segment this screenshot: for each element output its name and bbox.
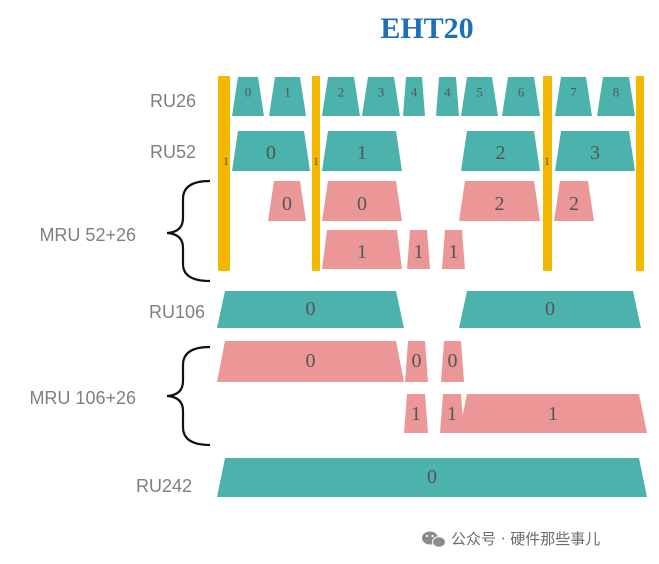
row-label-ru242: RU242 — [136, 476, 192, 496]
block-ru26-9 — [597, 77, 635, 116]
block-label-mru106-26-1: 0 — [412, 350, 422, 372]
diagram-title: EHT20 — [380, 12, 473, 45]
block-ru52-3 — [555, 131, 635, 171]
block-label-mru52-26-4: 1 — [357, 241, 367, 263]
block-ru26-2 — [322, 77, 360, 116]
block-label-ru26-8: 7 — [570, 85, 577, 100]
block-mru52-26-6 — [442, 230, 465, 269]
block-label-ru242-0: 0 — [427, 466, 437, 488]
watermark-text: 公众号 · 硬件那些事儿 — [451, 530, 600, 548]
wechat-icon — [422, 531, 446, 548]
block-label-ru26-6: 5 — [476, 85, 483, 100]
block-ru26-5 — [436, 77, 459, 116]
resource-unit-blocks: 0 1 2 3 4 4 5 6 7 8 0 1 2 3 0 0 0 0 0 2 2 1 1 1 0 0 0 1 1 1 1 1 1 — [217, 77, 647, 497]
row-label-ru26: RU26 — [150, 91, 196, 111]
block-ru26-1 — [269, 77, 306, 116]
block-ru26-4 — [403, 77, 425, 116]
divider-label-2: 1 — [544, 154, 550, 168]
block-mru106-26-2 — [441, 341, 464, 382]
block-label-mru52-26-1: 0 — [357, 193, 367, 215]
row-label-mru52-26: MRU 52+26 — [39, 225, 136, 245]
block-label-ru26-3: 3 — [378, 85, 385, 100]
divider-bar-2 — [543, 76, 552, 271]
block-ru26-3 — [362, 77, 400, 116]
block-label-ru26-2: 2 — [338, 85, 345, 100]
row-label-ru106: RU106 — [149, 302, 205, 322]
block-ru106-0 — [217, 291, 404, 328]
block-label-ru26-5: 4 — [444, 85, 451, 100]
block-mru52-26-1 — [322, 181, 402, 221]
block-mru52-26-3 — [554, 181, 594, 221]
block-mru106-26-1 — [405, 341, 428, 382]
block-label-mru106-26-3: 1 — [548, 403, 558, 425]
block-ru26-7 — [502, 77, 540, 116]
block-label-ru106-0: 0 — [306, 298, 316, 320]
brace-mru106-26 — [166, 345, 211, 447]
divider-lines — [218, 76, 644, 271]
block-label-ru26-1: 1 — [284, 85, 291, 100]
block-mru52-26-4 — [322, 230, 402, 269]
divider-bar-3 — [636, 76, 644, 271]
row-label-mru106-26: MRU 106+26 — [29, 388, 136, 408]
block-label-mru52-26-2: 2 — [495, 193, 505, 215]
block-ru242-0 — [217, 458, 647, 497]
block-label-ru52-2: 2 — [496, 142, 506, 164]
block-label-ru26-9: 8 — [613, 85, 620, 100]
block-label-ru26-7: 6 — [518, 85, 525, 100]
block-label-mru52-26-3: 2 — [569, 193, 579, 215]
block-mru106-26-5 — [440, 394, 464, 433]
block-label-mru106-26-2: 0 — [448, 350, 458, 372]
block-ru26-8 — [555, 77, 592, 116]
divider-label-1: 1 — [313, 154, 319, 168]
block-mru106-26-4 — [404, 394, 428, 433]
block-mru52-26-0 — [268, 181, 306, 221]
block-ru26-6 — [461, 77, 498, 116]
block-label-ru52-3: 3 — [590, 142, 600, 164]
block-label-mru52-26-6: 1 — [449, 241, 459, 263]
row-label-ru52: RU52 — [150, 142, 196, 162]
block-mru106-26-0 — [217, 341, 404, 382]
block-mru52-26-2 — [459, 181, 540, 221]
block-label-ru106-1: 0 — [545, 298, 555, 320]
divider-bar-0 — [218, 76, 230, 271]
divider-bar-1 — [312, 76, 320, 271]
block-label-mru106-26-0: 0 — [306, 350, 316, 372]
block-label-mru106-26-5: 1 — [447, 403, 457, 425]
block-label-mru52-26-0: 0 — [282, 193, 292, 215]
brace-mru52-26 — [166, 179, 211, 283]
divider-label-0: 1 — [223, 154, 229, 168]
block-label-mru106-26-4: 1 — [411, 403, 421, 425]
block-label-ru52-0: 0 — [266, 142, 276, 164]
block-mru52-26-5 — [407, 230, 430, 269]
block-ru52-0 — [232, 131, 310, 171]
block-label-ru26-4: 4 — [411, 85, 418, 100]
block-ru106-1 — [459, 291, 641, 328]
block-ru52-2 — [461, 131, 540, 171]
block-label-mru52-26-5: 1 — [414, 241, 424, 263]
block-label-ru26-0: 0 — [245, 85, 252, 100]
block-mru106-26-3 — [459, 394, 647, 433]
block-ru52-1 — [322, 131, 402, 171]
block-ru26-0 — [232, 77, 264, 116]
block-label-ru52-1: 1 — [357, 142, 367, 164]
